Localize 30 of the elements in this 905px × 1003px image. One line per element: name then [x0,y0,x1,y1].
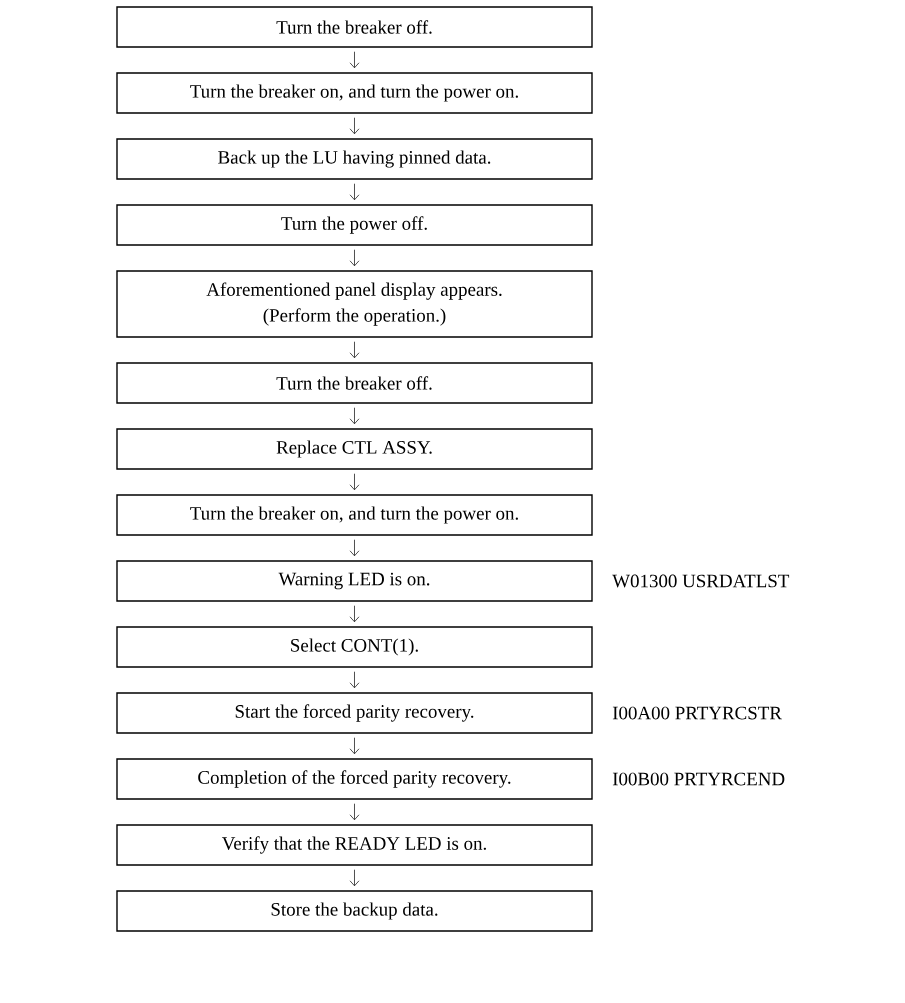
arrow [349,183,360,201]
step-box: Select CONT(1). [116,626,593,668]
side-code: I00A00 PRTYRCSTR [612,706,782,720]
step-box: Turn the breaker on, and turn the power on. [116,494,593,536]
step-box: Turn the breaker off. [116,6,593,48]
arrow [349,605,360,623]
step-box: Verify that the READY LED is on. [116,824,593,866]
step-box: Replace CTL ASSY. [116,428,593,470]
arrow [349,539,360,557]
step-box: Aforementioned panel display appears. (Perform the operation.) [116,270,593,338]
arrow [349,803,360,821]
step-box: Warning LED is on. [116,560,593,602]
step-box: Turn the power off. [116,204,593,246]
arrow [349,51,360,69]
side-code: I00B00 PRTYRCEND [612,772,785,786]
step-box: Back up the LU having pinned data. [116,138,593,180]
arrow [349,473,360,491]
step-box: Start the forced parity recovery. [116,692,593,734]
arrow [349,117,360,135]
side-code: W01300 USRDATLST [612,574,790,588]
arrow [349,341,360,359]
arrow [349,249,360,267]
step-box: Store the backup data. [116,890,593,932]
arrow [349,869,360,887]
step-box: Turn the breaker on, and turn the power on. [116,72,593,114]
arrow [349,671,360,689]
step-box: Completion of the forced parity recovery. [116,758,593,800]
step-box: Turn the breaker off. [116,362,593,404]
arrow [349,737,360,755]
arrow [349,407,360,425]
